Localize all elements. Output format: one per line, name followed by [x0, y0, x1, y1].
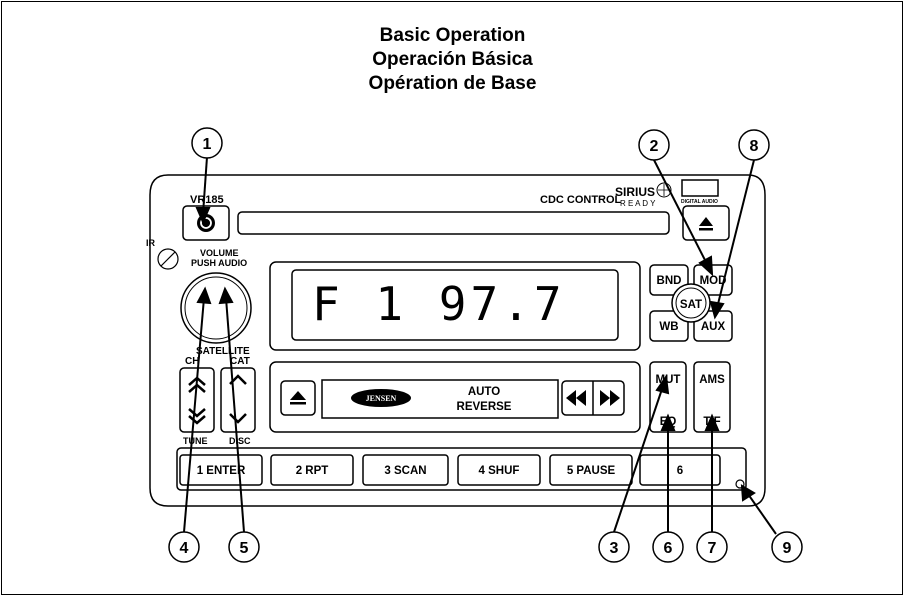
compact-disc-logo: DIGITAL AUDIO — [681, 179, 719, 205]
display-bezel — [269, 261, 641, 351]
preset-label-4: 4 SHUF — [479, 465, 520, 477]
title-spanish: Operación Básica — [372, 49, 533, 70]
mod-button[interactable] — [693, 264, 733, 296]
reset-hole[interactable] — [735, 479, 745, 489]
volume-label: VOLUME — [200, 248, 239, 258]
cassette-bezel — [269, 361, 641, 433]
jensen-logo: JENSEN — [351, 389, 411, 407]
preset-label-6: 6 — [677, 465, 683, 477]
frequency-display: F 1 97.7 — [312, 277, 566, 331]
rewind-icon — [566, 390, 586, 406]
tape-eject-icon — [290, 391, 306, 405]
callout-number: 9 — [783, 540, 792, 557]
preset-label-5: 5 PAUSE — [567, 465, 616, 477]
chevron-down-icon — [229, 413, 247, 424]
tune-label: TUNE — [183, 436, 208, 446]
preset-button-3[interactable]: 3 SCAN — [362, 454, 449, 486]
sat-label: SAT — [680, 299, 702, 311]
preset-button-4[interactable]: 4 SHUF — [457, 454, 541, 486]
callout-number: 3 — [610, 540, 619, 557]
preset-button-2[interactable]: 2 RPT — [270, 454, 354, 486]
tape-eject-button[interactable] — [280, 380, 316, 416]
callout-markers: 1 2 3 4 5 6 7 8 9 — [168, 127, 803, 563]
bnd-label: BND — [657, 275, 682, 287]
aux-label: AUX — [701, 321, 726, 333]
satellite-label: SATELLITE — [196, 346, 250, 357]
callout-2: 2 — [638, 129, 670, 161]
cd-slot — [237, 211, 670, 235]
callout-number: 5 — [240, 540, 249, 557]
callout-number: 8 — [750, 138, 759, 155]
title-english: Basic Operation — [379, 25, 526, 46]
bnd-button[interactable] — [649, 264, 689, 296]
cat-disc-rocker[interactable] — [220, 367, 256, 433]
callout-8: 8 — [738, 129, 770, 161]
ir-sensor-icon — [157, 248, 179, 270]
reverse-label: REVERSE — [457, 401, 512, 413]
sirius-ready-label: R E A D Y — [620, 199, 656, 208]
preset-label-3: 3 SCAN — [384, 465, 426, 477]
model-label: VR185 — [190, 194, 224, 206]
display-screen — [291, 269, 619, 341]
eject-icon — [699, 217, 713, 231]
mod-label: MOD — [700, 275, 727, 287]
svg-text:DIGITAL AUDIO: DIGITAL AUDIO — [681, 199, 718, 205]
preset-label-2: 2 RPT — [296, 465, 329, 477]
auto-label: AUTO — [468, 386, 500, 398]
callout-9: 9 — [771, 531, 803, 563]
callout-5: 5 — [228, 531, 260, 563]
preset-bezel — [176, 447, 747, 491]
power-button-frame — [182, 205, 230, 241]
callout-7: 7 — [696, 531, 728, 563]
preset-button-6[interactable]: 6 — [639, 454, 721, 486]
volume-knob[interactable] — [180, 272, 252, 344]
fast-forward-icon — [600, 390, 620, 406]
sat-button[interactable] — [671, 283, 711, 323]
callout-3: 3 — [598, 531, 630, 563]
callout-leaders — [183, 156, 777, 535]
ch-tune-rocker[interactable] — [179, 367, 215, 433]
preset-buttons: 1 ENTER 2 RPT 3 SCAN 4 SHUF 5 PAUSE 6 — [179, 454, 721, 486]
push-audio-label: PUSH AUDIO — [191, 258, 247, 268]
sirius-logo: SIRIUS — [615, 185, 655, 199]
wb-button[interactable] — [649, 310, 689, 342]
callout-number: 1 — [203, 136, 212, 153]
mut-label: MUT — [656, 374, 681, 386]
ch-label: CH — [185, 356, 199, 367]
callout-4: 4 — [168, 531, 200, 563]
disc-label: DISC — [229, 436, 251, 446]
preset-button-1[interactable]: 1 ENTER — [179, 454, 263, 486]
volume-knob-inner — [184, 276, 248, 340]
callout-1: 1 — [191, 127, 223, 159]
double-chevron-down-icon — [188, 408, 206, 425]
ir-label: IR — [146, 238, 156, 248]
preset-button-5[interactable]: 5 PAUSE — [549, 454, 633, 486]
callout-number: 4 — [180, 540, 189, 557]
callout-number: 6 — [664, 540, 673, 557]
cassette-door — [321, 379, 559, 419]
cdc-control-label: CDC CONTROL — [540, 194, 622, 206]
svg-text:JENSEN: JENSEN — [366, 394, 397, 403]
sirius-dog-icon — [656, 182, 672, 198]
ams-label: AMS — [699, 374, 725, 386]
callout-6: 6 — [652, 531, 684, 563]
wb-label: WB — [659, 321, 678, 333]
callout-number: 2 — [650, 138, 659, 155]
callout-number: 7 — [708, 540, 717, 557]
title-french: Opération de Base — [368, 73, 537, 94]
faceplate — [149, 174, 766, 507]
eject-button[interactable] — [682, 205, 730, 241]
preset-label-1: 1 ENTER — [197, 465, 246, 477]
cat-label: CAT — [230, 356, 250, 367]
